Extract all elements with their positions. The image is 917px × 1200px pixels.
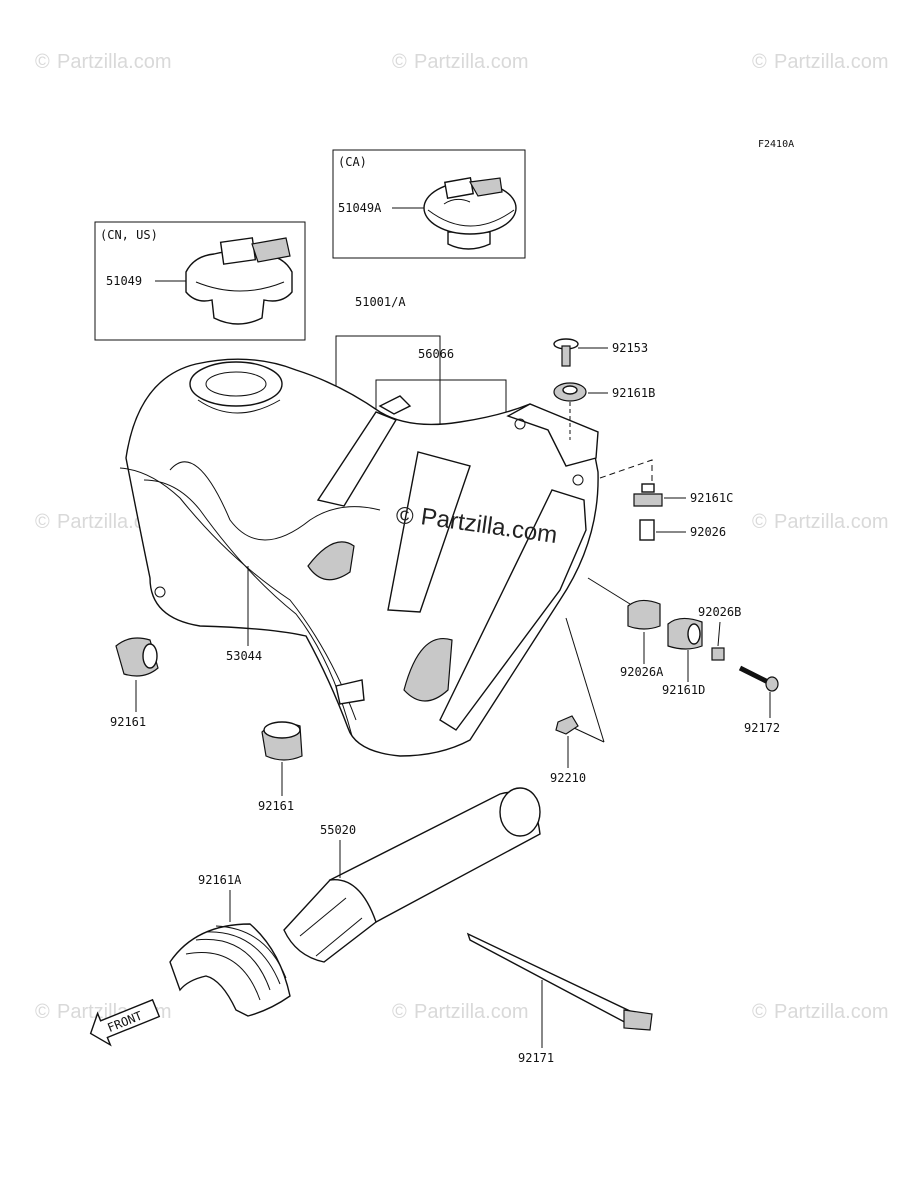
- watermark-text: Partzilla.com: [774, 1001, 888, 1023]
- watermark-text: Partzilla.com: [774, 511, 888, 533]
- nut-92210[interactable]: [555, 715, 579, 735]
- damper-92161-left[interactable]: [115, 637, 159, 677]
- collar-92026a[interactable]: [627, 599, 661, 630]
- part-label-92171[interactable]: 92171: [518, 1051, 554, 1065]
- pad-55020[interactable]: [283, 787, 541, 963]
- watermark-text: Partzilla.com: [57, 51, 171, 73]
- copyright-icon: ©: [396, 503, 414, 530]
- watermark-text: Partzilla.com: [414, 1001, 528, 1023]
- damper-92161b[interactable]: [553, 382, 587, 402]
- assembly-line: [573, 727, 605, 743]
- part-label-92026a[interactable]: 92026A: [620, 665, 664, 679]
- damper-92161d[interactable]: [667, 617, 703, 650]
- watermark-symbol: ©: [35, 511, 50, 533]
- part-label-92161-left[interactable]: 92161: [110, 715, 146, 729]
- watermark-symbol: ©: [35, 51, 50, 73]
- watermark-symbol: ©: [752, 51, 767, 73]
- damper-92161-mid[interactable]: [261, 721, 303, 761]
- watermark-symbol: ©: [392, 1001, 407, 1023]
- inset-title: (CA): [338, 155, 367, 169]
- part-label-92210[interactable]: 92210: [550, 771, 586, 785]
- fuel-cap-ca[interactable]: [423, 177, 517, 250]
- watermark-text: Partzilla.com: [414, 51, 528, 73]
- assembly-line: [587, 577, 631, 605]
- part-label-56066[interactable]: 56066: [418, 347, 454, 361]
- inset-frame: [94, 221, 306, 341]
- part-label-55020[interactable]: 55020: [320, 823, 356, 837]
- part-label-51049a[interactable]: 51049A: [338, 201, 382, 215]
- part-label-92161-mid[interactable]: 92161: [258, 799, 294, 813]
- part-label-51049[interactable]: 51049: [106, 274, 142, 288]
- leader-line: [335, 335, 441, 472]
- watermark-symbol: ©: [752, 511, 767, 533]
- collar-92026b[interactable]: [711, 647, 725, 661]
- inset-title: (CN, US): [100, 228, 158, 242]
- fuel-tank[interactable]: [119, 358, 599, 757]
- decal-center[interactable]: [387, 451, 471, 613]
- decal-left[interactable]: [316, 411, 398, 507]
- bolt-92153[interactable]: [553, 338, 579, 367]
- inset-cn-us: (CN, US) 51049: [94, 221, 306, 341]
- damper-92161a[interactable]: [169, 923, 291, 1017]
- collar-92026[interactable]: [639, 519, 655, 541]
- part-label-53044[interactable]: 53044: [226, 649, 262, 663]
- fuel-cap-cn-us[interactable]: [185, 237, 293, 325]
- inset-ca: (CA) 51049A: [332, 149, 526, 259]
- inset-frame: [332, 149, 526, 259]
- part-label-92026[interactable]: 92026: [690, 525, 726, 539]
- watermark-text: Partzilla.com: [774, 51, 888, 73]
- part-label-51001a[interactable]: 51001/A: [355, 295, 406, 309]
- part-label-92172[interactable]: 92172: [744, 721, 780, 735]
- assembly-line: [599, 459, 653, 482]
- leader-line: [717, 621, 721, 647]
- band-92171[interactable]: [466, 932, 653, 1031]
- damper-92161c[interactable]: [633, 483, 663, 507]
- part-label-92161d[interactable]: 92161D: [662, 683, 705, 697]
- part-label-92161b[interactable]: 92161B: [612, 386, 655, 400]
- decal-right[interactable]: [439, 489, 587, 731]
- assembly-line: [565, 617, 605, 743]
- figure-code: F2410A: [758, 139, 794, 150]
- bolt-92172[interactable]: [738, 665, 779, 692]
- watermark-symbol: ©: [752, 1001, 767, 1023]
- part-label-92153[interactable]: 92153: [612, 341, 648, 355]
- part-label-92161a[interactable]: 92161A: [198, 873, 242, 887]
- part-label-92026b[interactable]: 92026B: [698, 605, 741, 619]
- watermark-symbol: ©: [392, 51, 407, 73]
- part-label-92161c[interactable]: 92161C: [690, 491, 733, 505]
- watermark-symbol: ©: [35, 1001, 50, 1023]
